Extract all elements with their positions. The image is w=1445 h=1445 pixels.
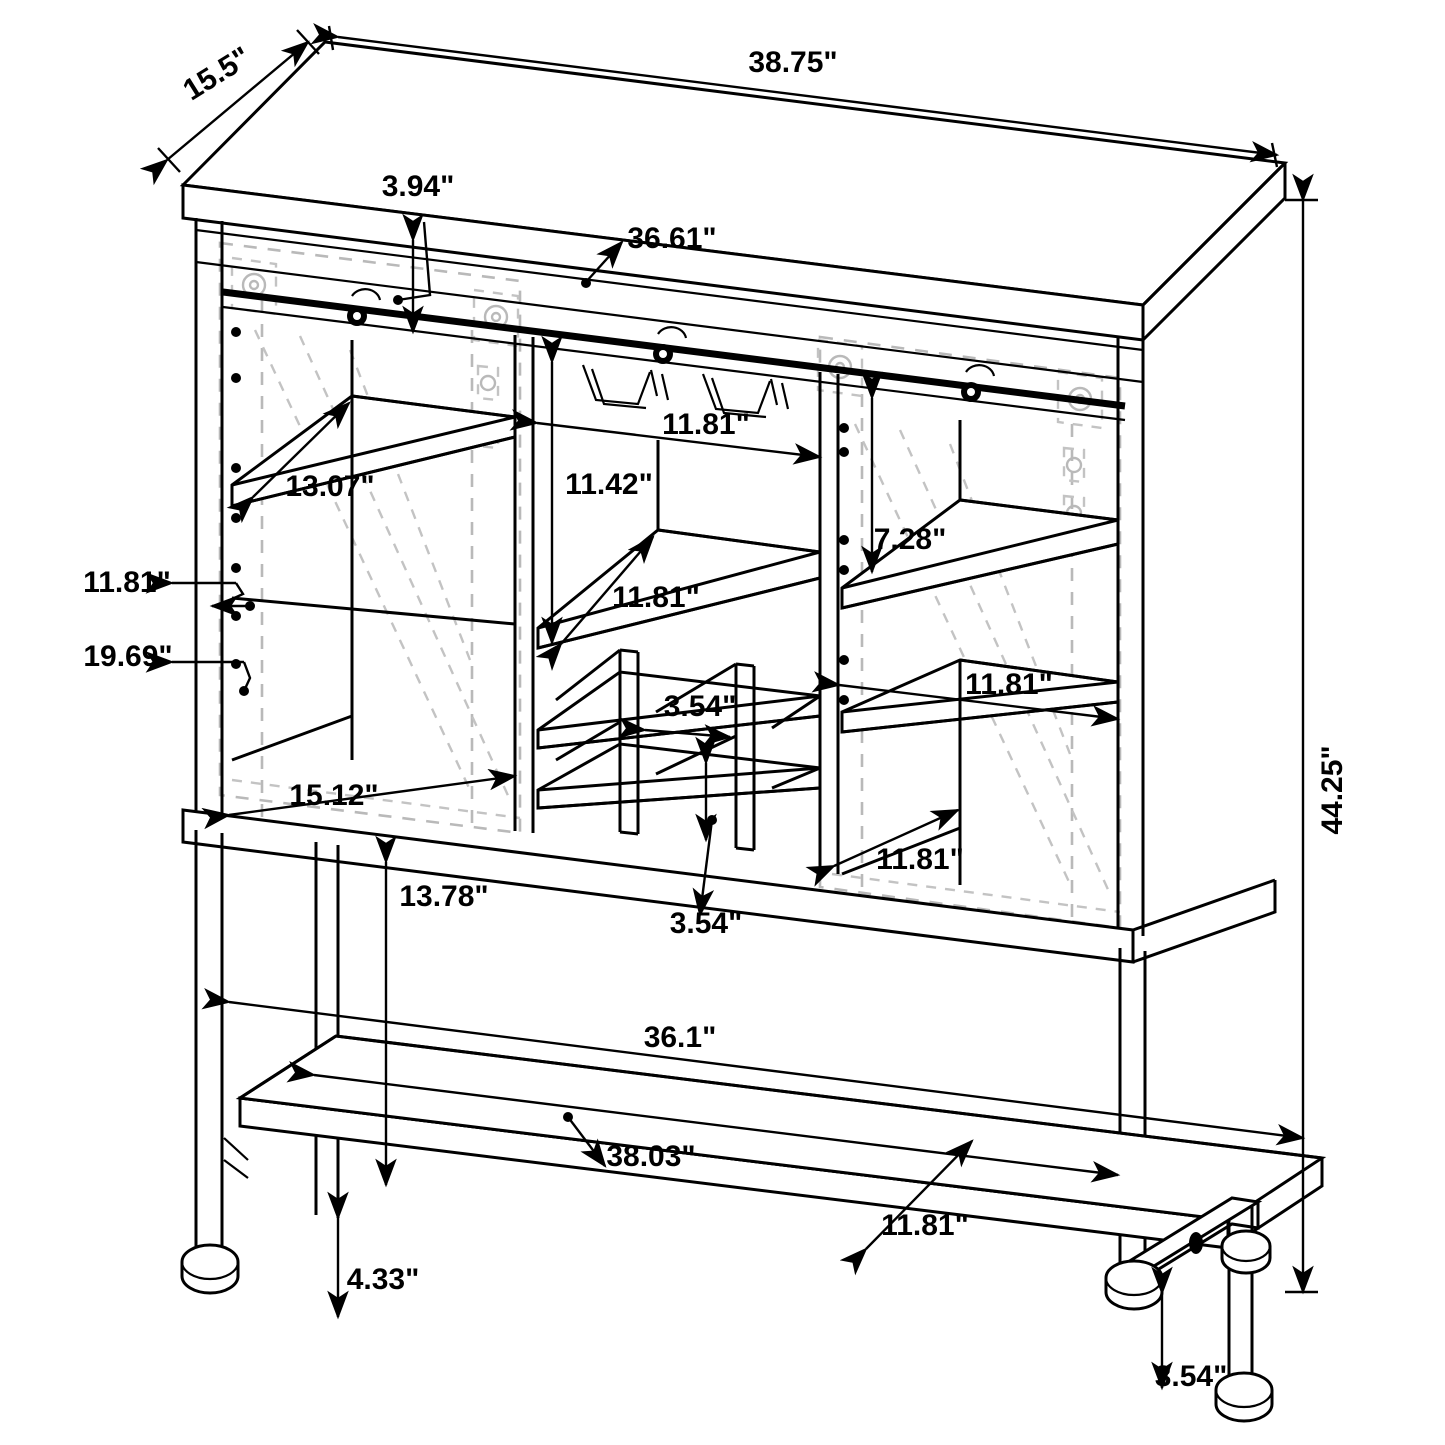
- cabinet-case: [181, 218, 1277, 964]
- leg-foot: [180, 1243, 240, 1295]
- metal-leg-frame: [180, 830, 1327, 1423]
- dimension-label-right-opening-width: 11.81": [965, 668, 1053, 701]
- dimension-label-left-side-height-2: 19.69": [83, 640, 172, 673]
- dimension-label-center-upper-height: 11.42": [565, 468, 653, 501]
- dimension-label-cubby-height: 3.54": [670, 907, 743, 940]
- dimension-label-base-shelf-width: 38.03": [606, 1140, 695, 1173]
- dimension-label-left-side-height-1: 11.81": [83, 566, 171, 599]
- dimension-label-depth-overall: 15.5": [177, 41, 256, 107]
- dimension-label-base-shelf-depth: 11.81": [881, 1209, 969, 1242]
- rail-roller: [653, 326, 688, 364]
- dimension-label-right-opening-depth: 11.81": [876, 843, 964, 876]
- sliding-door-rail: [195, 228, 1144, 422]
- dimension-label-left-shelf-depth: 13.07": [285, 470, 374, 503]
- dimension-label-rail-length: 36.61": [627, 222, 716, 255]
- dimension-labels: 15.5" 38.75" 3.94" 36.61" 11.81" 13.07" 11.42"…: [83, 41, 1349, 1393]
- dimension-label-center-shelf-depth: 11.81": [612, 581, 700, 614]
- dimension-label-rail-drop: 3.94": [382, 170, 455, 203]
- dimension-label-glass-rack-width: 11.81": [662, 408, 750, 441]
- rail-roller: [961, 364, 996, 402]
- dimension-label-cubby-width: 3.54": [664, 690, 737, 723]
- dimension-lines: [139, 22, 1318, 1391]
- dimension-label-foot-clearance: 4.33": [347, 1263, 420, 1296]
- leg-foot: [1220, 1229, 1272, 1275]
- dimension-label-stretcher-height: 3.54": [1155, 1360, 1228, 1393]
- right-bay-shelves: [840, 420, 1120, 885]
- bottle-cubby-rack: [536, 648, 822, 852]
- leg-foot: [1104, 1259, 1164, 1311]
- leg-foot: [1214, 1371, 1274, 1423]
- dimension-label-overall-height: 44.25": [1316, 745, 1349, 834]
- dimension-label-lower-shelf-width: 36.1": [644, 1021, 717, 1054]
- dimension-label-lower-cabinet-height: 13.78": [399, 880, 488, 913]
- dimension-label-left-opening-width: 15.12": [289, 779, 378, 812]
- rail-roller: [347, 288, 382, 326]
- dimension-label-width-overall: 38.75": [748, 46, 837, 79]
- dimension-label-right-upper-height: 7.28": [874, 523, 947, 556]
